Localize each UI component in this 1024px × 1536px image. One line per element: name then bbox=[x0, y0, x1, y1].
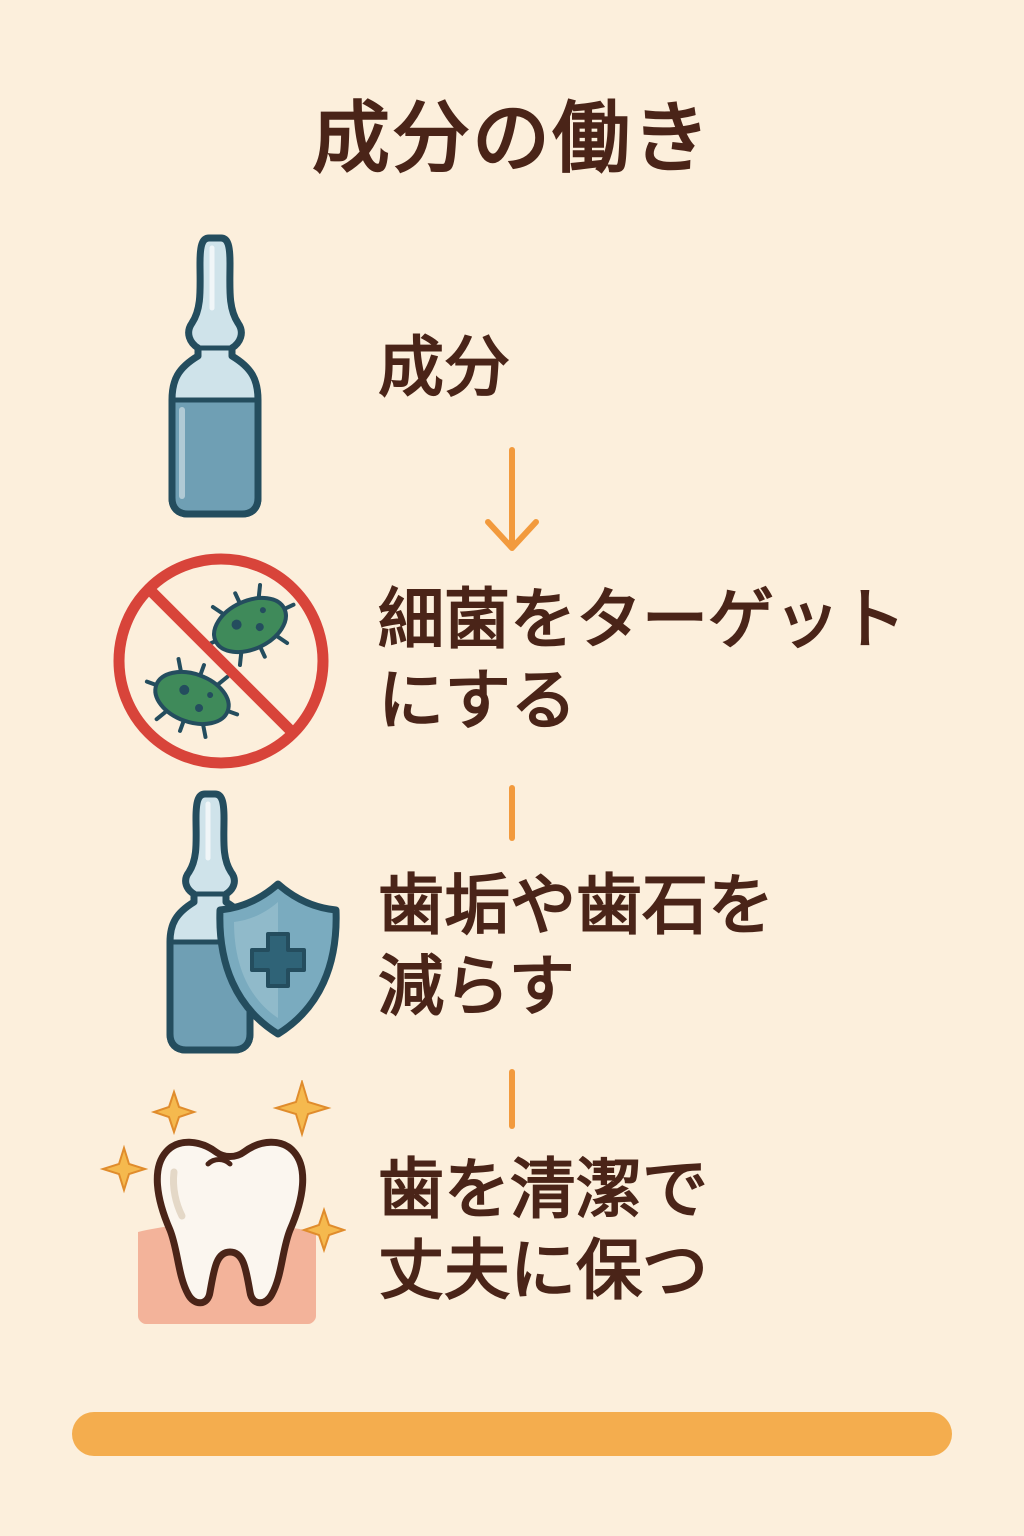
down-arrow-icon bbox=[485, 447, 539, 551]
sparkling-tooth-icon bbox=[99, 1080, 346, 1324]
ampoule-shield-icon bbox=[166, 790, 340, 1054]
connector-line bbox=[509, 1069, 515, 1129]
bottom-bar bbox=[72, 1412, 952, 1456]
no-bacteria-icon bbox=[113, 553, 329, 769]
step-label-keep-teeth-clean: 歯を清潔で 丈夫に保つ bbox=[378, 1151, 708, 1309]
step-label-ingredient: 成分 bbox=[378, 329, 510, 406]
step-label-reduce-plaque: 歯垢や歯石を 減らす bbox=[378, 867, 774, 1025]
page-title: 成分の働き bbox=[311, 94, 712, 184]
ampoule-icon bbox=[168, 234, 262, 518]
connector-line bbox=[509, 785, 515, 841]
step-label-target-bacteria: 細菌をターゲット にする bbox=[378, 581, 906, 739]
